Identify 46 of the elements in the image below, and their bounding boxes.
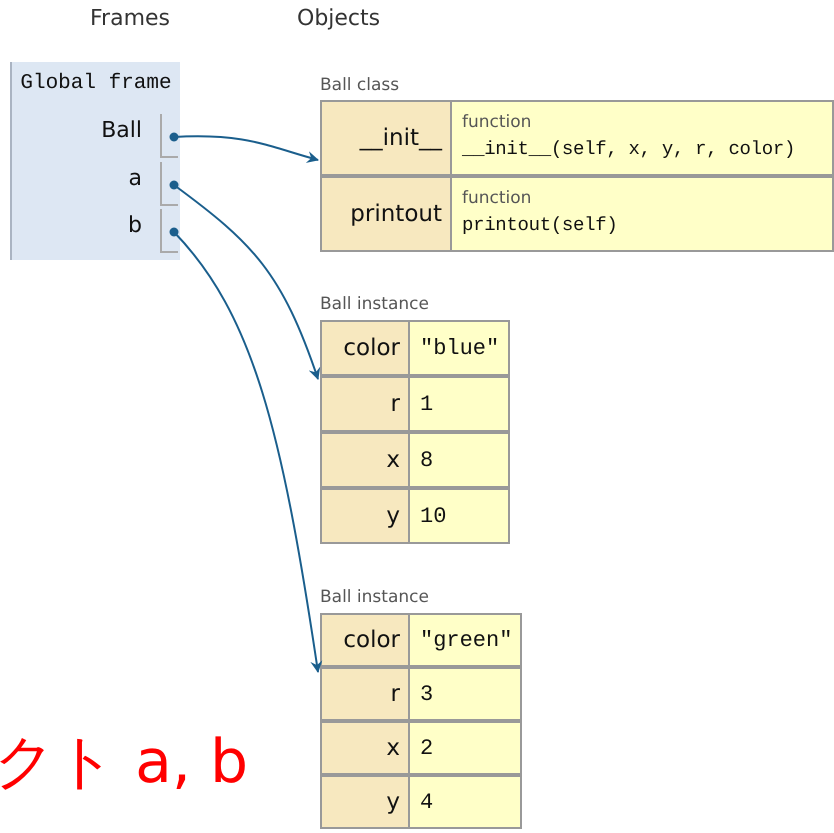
variable-name: Ball [101,118,142,143]
table-row [320,176,834,252]
object-label: Ball instance [320,294,429,314]
function-signature: __init__(self, x, y, r, color) [462,138,796,160]
value-cell: 2 [410,723,520,773]
variable-name: b [128,213,142,238]
variable-name: a [128,166,142,191]
value-cell: 8 [410,434,508,486]
table-row [320,488,510,544]
value-cell: 10 [410,490,508,542]
table-row [320,775,522,829]
table-row [320,100,834,176]
value-cell: "green" [410,615,520,665]
field-name-cell: r [322,669,410,719]
function-signature: printout(self) [462,214,618,236]
table-row [320,376,510,432]
table-row [320,721,522,775]
field-name-cell: printout [322,178,452,250]
field-name-cell: x [322,723,410,773]
frame-panel [10,62,180,260]
object-label: Ball class [320,75,400,95]
column-heading: Frames [90,6,170,31]
table-row [320,613,522,667]
field-name-cell: r [322,378,410,430]
field-name-cell: x [322,434,410,486]
value-cell: 1 [410,378,508,430]
value-cell: "blue" [410,322,508,374]
field-name-cell: y [322,490,410,542]
pointer-arrow [170,132,319,163]
field-name-cell: y [322,777,410,827]
caption-text: クト a, b [0,726,248,799]
type-label: function [462,112,532,132]
type-label: function [462,188,532,208]
table-row [320,667,522,721]
table-row [320,432,510,488]
value-cell: 3 [410,669,520,719]
column-heading: Objects [297,6,380,31]
table-row [320,320,510,376]
object-label: Ball instance [320,587,429,607]
field-name-cell: __init__ [322,102,452,174]
frame-title: Global frame [19,72,173,95]
field-name-cell: color [322,322,410,374]
field-name-cell: color [322,615,410,665]
pointer-arrow [170,180,320,380]
value-cell: 4 [410,777,520,827]
pointer-arrow [170,228,322,673]
